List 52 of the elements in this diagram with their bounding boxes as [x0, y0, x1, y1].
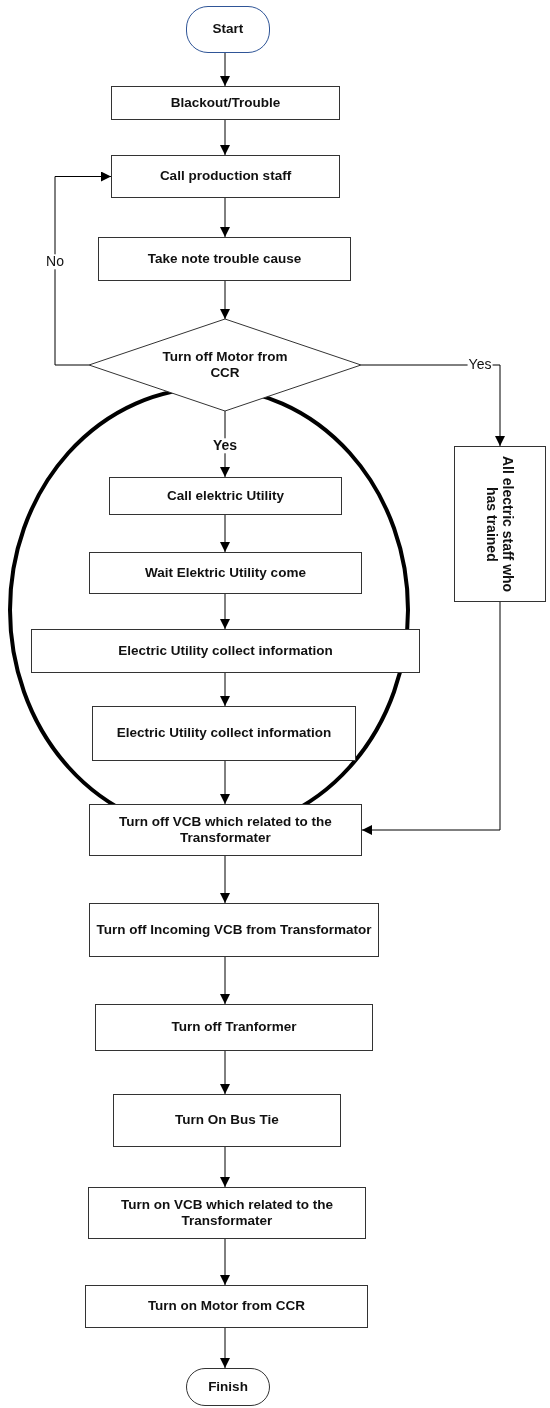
- node-text: Turn on Motor from CCR: [147, 1298, 306, 1315]
- arrow: [220, 593, 230, 630]
- edge-label: No: [45, 254, 65, 270]
- arrow: [360, 364, 505, 447]
- process-box: [454, 446, 546, 602]
- arrow: [220, 672, 230, 707]
- process-box: [111, 155, 340, 198]
- edge-label: Yes: [211, 438, 239, 454]
- arrow: [220, 197, 230, 238]
- node-text: Electric Utility collect information: [116, 725, 332, 742]
- node-text: Turn off VCB which related to the Transformater: [118, 813, 333, 847]
- node-text: Finish: [208, 1378, 248, 1396]
- terminator: [186, 1368, 270, 1406]
- node-text: Turn off Incoming VCB from Transformator: [96, 921, 372, 939]
- node-text: Blackout/Trouble: [170, 94, 281, 112]
- node-text: Turn on VCB which related to the Transformater: [120, 1196, 334, 1230]
- node-text: Turn off Tranformer: [171, 1019, 297, 1036]
- process-box: [111, 86, 340, 120]
- process-box: [113, 1094, 341, 1147]
- process-box: [109, 477, 342, 515]
- process-box: [95, 1004, 373, 1051]
- arrow: [54, 171, 112, 366]
- node-text: Turn On Bus Tie: [175, 1112, 279, 1129]
- node-text: All electric staff who has trained: [483, 454, 517, 595]
- arrow: [220, 760, 230, 805]
- arrow: [220, 1050, 230, 1095]
- arrow: [220, 956, 230, 1005]
- process-box: [88, 1187, 366, 1239]
- arrow: [361, 601, 501, 835]
- process-box: [31, 629, 420, 673]
- terminator: [186, 6, 270, 53]
- process-box: [98, 237, 351, 281]
- process-box: [89, 804, 362, 856]
- arrow: [220, 855, 230, 904]
- arrow: [220, 280, 230, 320]
- process-box: [85, 1285, 368, 1328]
- arrow: [220, 119, 230, 156]
- arrow: [220, 514, 230, 553]
- arrow: [220, 1146, 230, 1188]
- process-box: [92, 706, 356, 761]
- node-text: Wait Elektric Utility come: [145, 564, 306, 582]
- node-text: Call elektric Utility: [166, 487, 284, 505]
- arrow: [220, 1327, 230, 1369]
- node-text: Turn off Motor from CCR: [161, 348, 289, 382]
- arrow: [220, 1238, 230, 1286]
- arrow: [220, 52, 230, 87]
- node-text: Start: [212, 21, 244, 38]
- node-text: Electric Utility collect information: [118, 642, 333, 660]
- node-text: Call production staff: [159, 168, 292, 185]
- process-box: [89, 552, 362, 594]
- node-text: Take note trouble cause: [147, 250, 302, 268]
- process-box: [89, 903, 379, 957]
